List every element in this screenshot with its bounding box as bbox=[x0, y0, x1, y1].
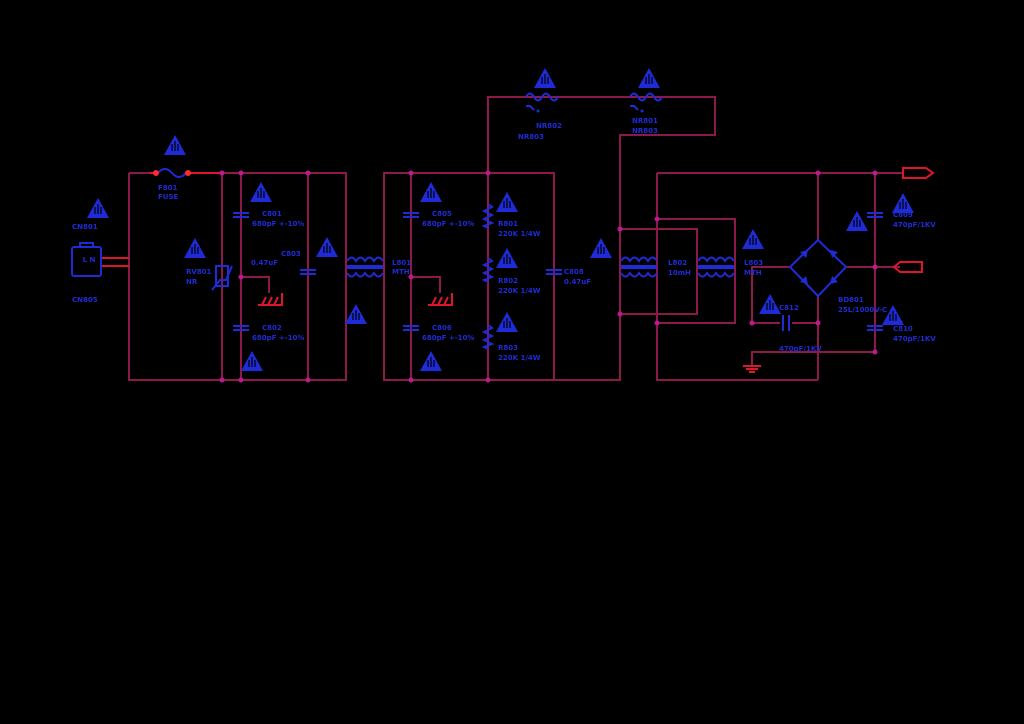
label-cx: 0.47uF bbox=[251, 259, 278, 267]
warning-triangle-icon bbox=[495, 311, 519, 333]
label-r803-val: 220K 1/4W bbox=[498, 354, 541, 362]
inductor-l802 bbox=[620, 256, 658, 278]
capacitor-c812 bbox=[782, 315, 790, 331]
warning-triangle-icon bbox=[344, 303, 368, 325]
warning-triangle-icon bbox=[495, 191, 519, 213]
label-nr803-b: NR803 bbox=[632, 127, 658, 135]
warning-triangle-icon bbox=[758, 293, 782, 315]
warning-triangle-icon bbox=[741, 228, 765, 250]
label-c801: C801 bbox=[262, 210, 282, 218]
warning-triangle-icon bbox=[419, 350, 443, 372]
label-c812: C812 bbox=[779, 304, 799, 312]
ac-connector: L N bbox=[71, 242, 102, 277]
label-r801-val: 220K 1/4W bbox=[498, 230, 541, 238]
label-c809: C809 bbox=[893, 211, 913, 219]
label-r802: R802 bbox=[498, 277, 518, 285]
warning-triangle-icon bbox=[240, 350, 264, 372]
label-c802: C802 bbox=[262, 324, 282, 332]
thermistor-2 bbox=[629, 92, 663, 113]
inductor-l801 bbox=[346, 256, 384, 278]
warning-triangle-icon bbox=[86, 197, 110, 219]
inductor-l803 bbox=[697, 256, 735, 278]
warning-triangle-icon bbox=[845, 210, 869, 232]
label-c806: C806 bbox=[432, 324, 452, 332]
label-c802-val: 680pF +-10% bbox=[252, 334, 304, 342]
warning-triangle-icon bbox=[419, 181, 443, 203]
port-arrow-icon bbox=[902, 167, 935, 179]
label-c809-val: 470pF/1KV bbox=[893, 221, 936, 229]
warning-triangle-icon bbox=[637, 67, 661, 89]
warning-triangle-icon bbox=[891, 192, 915, 214]
label-l803-val: MTH bbox=[744, 269, 762, 277]
label-r802-val: 220K 1/4W bbox=[498, 287, 541, 295]
label-rv801-val: NR bbox=[186, 278, 198, 286]
bridge-rectifier bbox=[788, 238, 848, 298]
label-c803: C803 bbox=[281, 250, 301, 258]
warning-triangle-icon bbox=[533, 67, 557, 89]
label-bd801-val: 25L/1000V-C bbox=[838, 306, 887, 314]
ground-icon bbox=[258, 293, 283, 306]
ground-icon bbox=[743, 365, 761, 373]
warning-triangle-icon bbox=[495, 247, 519, 269]
label-l801-val: MTH bbox=[392, 268, 410, 276]
label-r801: R801 bbox=[498, 220, 518, 228]
component-labels: CN801 CN805 F801 FUSE RV801 NR C801 680p… bbox=[72, 117, 936, 362]
label-cn801: CN801 bbox=[72, 223, 98, 231]
label-nr803-a: NR803 bbox=[518, 133, 544, 141]
label-fuse: FUSE bbox=[158, 193, 179, 201]
port-arrow-icon bbox=[892, 261, 923, 273]
label-l802: L802 bbox=[668, 259, 687, 267]
warning-triangle-icon bbox=[249, 181, 273, 203]
label-c810-val: 470pF/1KV bbox=[893, 335, 936, 343]
label-bd801: BD801 bbox=[838, 296, 864, 304]
label-c806-val: 680pF +-10% bbox=[422, 334, 474, 342]
label-l803: L803 bbox=[744, 259, 763, 267]
label-nr801: NR801 bbox=[632, 117, 658, 125]
label-c805: C805 bbox=[432, 210, 452, 218]
svg-text:L N: L N bbox=[83, 256, 96, 264]
label-f801: F801 bbox=[158, 184, 178, 192]
label-c808-val: 0.47uF bbox=[564, 278, 591, 286]
label-l801: L801 bbox=[392, 259, 411, 267]
warning-triangle-icon bbox=[589, 237, 613, 259]
label-l802-val: 10mH bbox=[668, 269, 691, 277]
fuse bbox=[153, 168, 191, 178]
label-c801-val: 680pF +-10% bbox=[252, 220, 304, 228]
thermistor-1 bbox=[525, 92, 559, 113]
label-c812-val: 470pF/1KV bbox=[779, 345, 822, 353]
label-r803: R803 bbox=[498, 344, 518, 352]
varistor bbox=[211, 265, 233, 291]
warning-triangle-icon bbox=[163, 134, 187, 156]
label-c808: C808 bbox=[564, 268, 584, 276]
warning-triangle-icon bbox=[183, 237, 207, 259]
warning-triangle-icon bbox=[315, 236, 339, 258]
label-rv801: RV801 bbox=[186, 268, 212, 276]
ground-icon bbox=[428, 293, 453, 306]
label-cn805: CN805 bbox=[72, 296, 98, 304]
label-nr802: NR802 bbox=[536, 122, 562, 130]
label-c805-val: 680pF +-10% bbox=[422, 220, 474, 228]
wires bbox=[101, 96, 903, 381]
junction-nodes bbox=[219, 170, 878, 383]
label-c810: C810 bbox=[893, 325, 913, 333]
